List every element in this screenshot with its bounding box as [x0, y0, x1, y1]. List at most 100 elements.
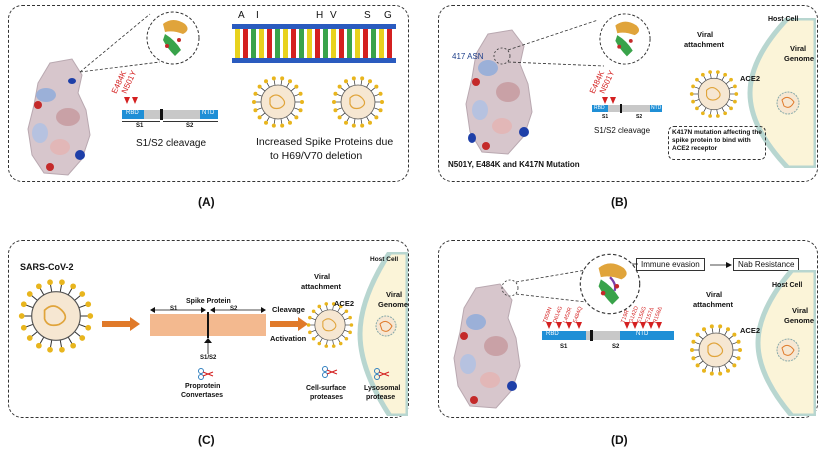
panel-a-cleavage-label: S1/S2 cleavage — [136, 138, 207, 149]
panel-c-virus — [18, 279, 94, 353]
panel-c-s1: S1 — [170, 306, 178, 312]
panel-c-lysosomal-1: Lysosomal — [364, 385, 401, 392]
panel-d-viral-genome-1: Viral — [792, 306, 809, 315]
panel-a-label: (A) — [198, 195, 215, 209]
panel-d-zoom-inset — [579, 253, 641, 315]
panel-a-seq-s: S — [364, 10, 371, 21]
panel-b-viral-genome-1: Viral — [790, 44, 807, 53]
panel-b-label: (B) — [611, 195, 628, 209]
panel-b-cleavage-label: S1/S2 cleavage — [594, 126, 651, 135]
panel-d — [438, 240, 818, 418]
panel-c-arrow-2 — [270, 317, 308, 331]
panel-c-lysosomal-2: protease — [366, 394, 396, 401]
panel-a-seq-i: I — [256, 10, 259, 21]
panel-c-cell-surface-1: Cell-surface — [306, 385, 347, 392]
panel-c-ace2: ACE2 — [334, 299, 355, 308]
panel-b-domain-bar — [592, 105, 662, 112]
panel-b-ace2: ACE2 — [740, 74, 761, 83]
panel-d-immune-evasion: Immune evasion — [636, 258, 705, 271]
panel-b — [438, 5, 818, 182]
panel-d-zoom-lines — [501, 269, 587, 303]
panel-d-host-cell-label: Host Cell — [772, 282, 803, 289]
panel-a-virus-1 — [252, 76, 304, 128]
panel-c-scissors-1 — [198, 368, 214, 380]
panel-c-proprotein-2: Convertases — [181, 392, 224, 399]
panel-d-evasion-arrow — [710, 262, 732, 268]
panel-b-domain-ntd-label: NTD — [651, 105, 662, 111]
panel-b-host-cell — [747, 18, 816, 168]
panel-c — [8, 240, 409, 418]
panel-d-viral-genome-2: Genome — [784, 316, 815, 325]
panel-a-seq-a: A — [238, 10, 245, 21]
panel-d-s2-label: S2 — [612, 344, 620, 350]
panel-d-domain-ntd-label: NTD — [636, 331, 649, 337]
panel-a-sequence-ladder — [232, 24, 396, 63]
panel-a-s1-label: S1 — [136, 123, 144, 129]
panel-b-note: K417N mutation affecting the spike prote… — [668, 126, 766, 160]
panel-a-domain-ntd — [200, 110, 218, 119]
panel-d-s1-label: S1 — [560, 344, 568, 350]
panel-d-viral-attachment-2: attachment — [693, 300, 734, 309]
panel-c-spike-protein: Spike Protein — [186, 298, 231, 305]
panel-c-arrow-1 — [102, 317, 140, 331]
panel-a-s2-label: S2 — [186, 123, 194, 129]
panel-b-domain-rbd-label: RBD — [594, 105, 605, 111]
panel-b-host-cell-label: Host Cell — [768, 16, 799, 23]
panel-c-cell-surface-2: proteases — [310, 394, 344, 401]
panel-c-viral-attachment-1: Viral — [314, 272, 331, 281]
panel-a-protein-surface — [27, 58, 91, 176]
panel-c-proprotein-1: Proprotein — [185, 383, 221, 390]
panel-d-ace2: ACE2 — [740, 326, 761, 335]
panel-c-label: (C) — [198, 433, 215, 447]
panel-a-virus-2 — [332, 76, 384, 128]
panel-a-cleavage-mark — [160, 109, 163, 120]
panel-b-protein-surface — [465, 29, 533, 155]
panel-b-domain-ntd — [650, 105, 662, 112]
panel-a-seq-h: H — [316, 10, 324, 21]
panel-a-domain-ntd-label: NTD — [202, 110, 215, 116]
panel-c-up-arrow — [204, 338, 212, 354]
panel-c-scissors-3 — [374, 368, 390, 380]
panel-a — [8, 5, 409, 182]
panel-c-scissors-2 — [322, 366, 338, 378]
panel-d-host-cell — [755, 270, 816, 416]
panel-c-host-cell-label: Host Cell — [370, 256, 399, 263]
panel-c-s-arrows — [150, 307, 266, 313]
panel-d-label: (D) — [611, 433, 628, 447]
panel-d-viral-attachment-1: Viral — [706, 290, 723, 299]
panel-c-cleavage-mark — [207, 312, 209, 338]
panel-b-caption: N501Y, E484K and K417N Mutation — [448, 160, 580, 169]
panel-d-domain-bar — [542, 331, 674, 340]
panel-a-domain-rbd — [122, 110, 144, 119]
panel-b-viral-attachment-1: Viral — [697, 30, 714, 39]
panel-a-seq-v: V — [330, 10, 337, 21]
panel-d-domain-rbd-label: RBD — [546, 331, 559, 337]
panel-a-caption-line2: to H69/V70 deletion — [270, 150, 363, 162]
panel-b-s2-label: S2 — [636, 114, 643, 120]
panel-b-zoom-inset — [599, 13, 651, 65]
panel-b-mutation-markers — [602, 97, 616, 104]
panel-c-virus-name: SARS-CoV-2 — [20, 262, 74, 272]
panel-d-domain-rbd — [542, 331, 586, 340]
panel-a-seq-g: G — [384, 10, 392, 21]
panel-b-viral-attachment-2: attachment — [684, 40, 725, 49]
panel-b-s1-label: S1 — [602, 114, 609, 120]
panel-a-zoom-inset — [146, 11, 200, 65]
panel-c-cleavage: Cleavage — [272, 305, 305, 314]
panel-c-activation: Activation — [270, 334, 307, 343]
panel-d-virus — [690, 324, 742, 376]
panel-b-viral-genome-2: Genome — [784, 54, 815, 63]
panel-c-s2: S2 — [230, 306, 238, 312]
panel-c-s1s2: S1/S2 — [200, 355, 217, 361]
panel-c-viral-genome-1: Viral — [386, 290, 403, 299]
panel-b-virus — [689, 70, 739, 118]
panel-a-caption-line1: Increased Spike Proteins due — [256, 136, 394, 148]
panel-a-mutation-markers — [124, 97, 138, 104]
panel-c-virus-2 — [306, 302, 354, 348]
panel-a-s2-line — [163, 121, 218, 122]
panel-a-domain-rbd-label: RBD — [126, 110, 139, 116]
panel-b-site-label: 417 ASN — [452, 52, 484, 61]
panel-c-viral-attachment-2: attachment — [301, 282, 342, 291]
panel-d-cleavage-mark — [590, 330, 593, 341]
panel-c-viral-genome-2: Genome — [378, 300, 409, 309]
